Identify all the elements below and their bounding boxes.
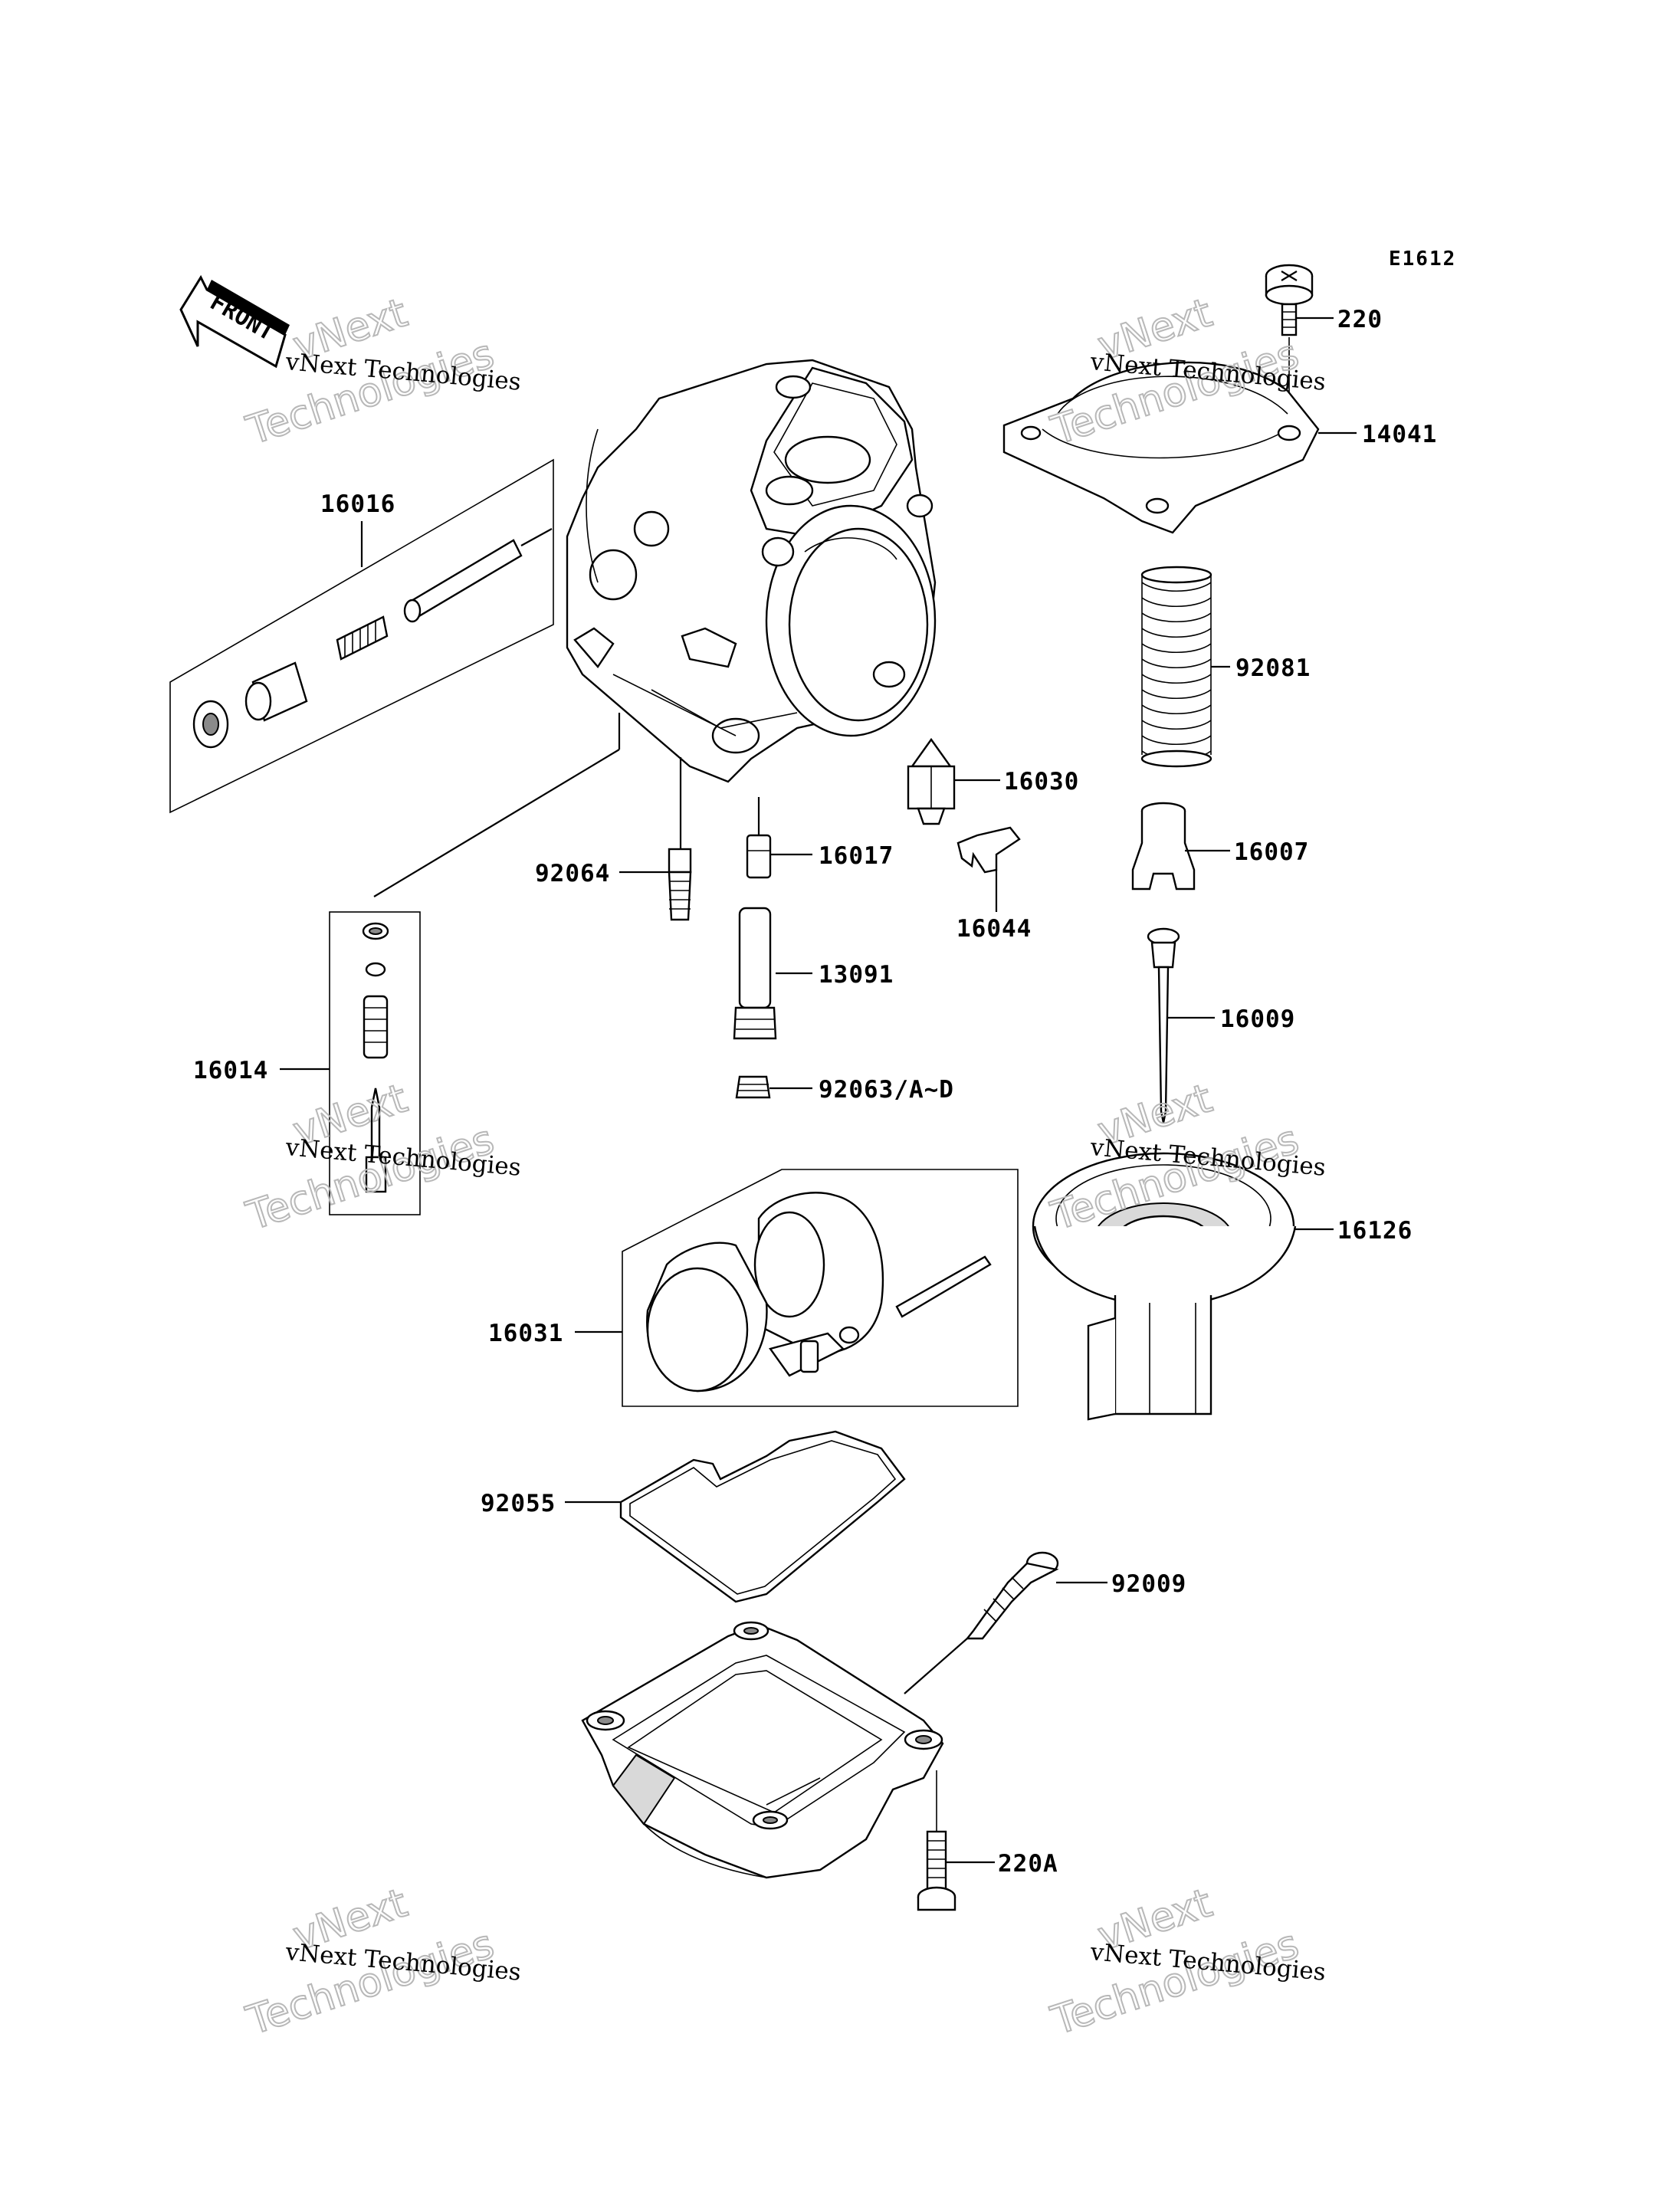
- svg-text:Technologies: Technologies: [1046, 1921, 1304, 2045]
- label-13091: 13091: [819, 961, 894, 989]
- carburetor-body: [566, 359, 937, 783]
- label-92063: 92063/A~D: [819, 1076, 954, 1104]
- label-14041: 14041: [1362, 421, 1437, 448]
- part-220A: [917, 1770, 995, 1911]
- label-92055: 92055: [481, 1490, 556, 1517]
- label-16014: 16014: [193, 1057, 268, 1084]
- label-16009: 16009: [1220, 1005, 1295, 1033]
- part-92064: [619, 757, 692, 921]
- part-16044: [956, 826, 1021, 912]
- part-13091: [733, 907, 812, 1040]
- watermark-bottom-left: vNext Technologies vNext Technologies: [241, 1879, 523, 2045]
- label-16126: 16126: [1337, 1217, 1413, 1245]
- label-16030: 16030: [1004, 768, 1079, 795]
- part-16009: [1147, 927, 1215, 1123]
- label-220A: 220A: [998, 1850, 1058, 1878]
- label-92081: 92081: [1235, 654, 1311, 682]
- part-92055: [565, 1430, 906, 1603]
- part-220: [1265, 264, 1334, 433]
- label-16044: 16044: [956, 915, 1032, 943]
- label-92064: 92064: [535, 860, 610, 887]
- part-16126: [1032, 1152, 1334, 1421]
- label-92009: 92009: [1111, 1570, 1186, 1598]
- float-bowl: [581, 1621, 944, 1879]
- label-16007: 16007: [1234, 838, 1309, 866]
- part-92063: [735, 1075, 812, 1099]
- label-16031: 16031: [488, 1320, 563, 1347]
- part-16017: [746, 797, 812, 879]
- watermark-bottom-right: vNext Technologies vNext Technologies: [1045, 1879, 1327, 2045]
- group-16031: [575, 1169, 1019, 1407]
- label-16016: 16016: [320, 490, 395, 518]
- diagram-code: E1612: [1389, 248, 1456, 271]
- front-arrow-icon: FRONT: [179, 274, 290, 369]
- part-92009: [904, 1551, 1107, 1694]
- part-14041: [1002, 361, 1357, 534]
- label-220: 220: [1337, 306, 1383, 333]
- label-16017: 16017: [819, 842, 894, 870]
- part-16007: [1131, 802, 1230, 891]
- svg-text:Technologies: Technologies: [241, 1921, 500, 2045]
- part-92081: [1140, 566, 1230, 768]
- group-16016: [169, 458, 554, 814]
- svg-text:Technologies: Technologies: [241, 1117, 500, 1240]
- part-16030: [907, 737, 1000, 825]
- watermark-top-left: vNext Technologies vNext Technologies: [241, 289, 523, 454]
- group-16014: [280, 713, 621, 1215]
